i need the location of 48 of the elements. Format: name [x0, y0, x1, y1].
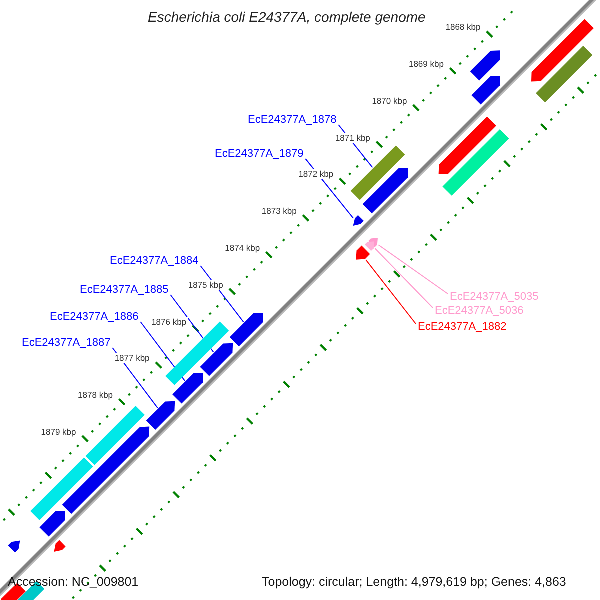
gene-label: EcE24377A_5036: [435, 305, 524, 317]
title: Escherichia coli E24377A, complete genome: [148, 9, 426, 25]
gene-feature: [40, 511, 66, 537]
gene-feature: [230, 313, 264, 347]
gene-feature: [146, 401, 176, 430]
gene-feature: [353, 215, 364, 226]
scale-label: 1875 kbp: [187, 280, 224, 290]
gene-label: EcE24377A_1878: [248, 114, 337, 126]
scale-label: 1872 kbp: [298, 169, 335, 180]
scale-label: 1868 kbp: [444, 22, 482, 32]
scale-label: 1879 kbp: [40, 426, 78, 437]
gene-feature: [172, 373, 204, 404]
gene-feature: [30, 458, 94, 520]
gene-feature: [200, 343, 234, 376]
gene-feature: [356, 246, 370, 260]
leader-line: [378, 244, 448, 294]
gene-label: EcE24377A_1884: [110, 255, 199, 267]
scale-label: 1874 kbp: [224, 242, 262, 253]
gene-label: EcE24377A_1885: [80, 284, 169, 296]
gene-feature: [442, 130, 510, 196]
gene-label: EcE24377A_1879: [215, 148, 304, 160]
gene-feature: [86, 406, 145, 466]
gene-label: EcE24377A_1882: [418, 321, 507, 333]
leader-line: [366, 259, 416, 324]
gene-feature: [438, 116, 496, 174]
gene-feature: [362, 168, 408, 214]
scale-label: 1870 kbp: [371, 96, 408, 106]
scale-label: 1871 kbp: [334, 132, 372, 143]
gene-feature: [470, 50, 500, 81]
footer-text: Accession: NC_009801: [8, 575, 139, 589]
gene-feature: [8, 540, 20, 553]
gene-feature: [472, 76, 500, 105]
scale-label: 1873 kbp: [260, 206, 298, 216]
gene-feature: [536, 46, 593, 103]
scale-label: 1876 kbp: [150, 316, 188, 327]
leader-line: [374, 248, 434, 308]
gene-label: EcE24377A_1886: [50, 311, 139, 323]
scale-label: 1877 kbp: [114, 353, 151, 364]
gene-feature: [532, 19, 594, 82]
footer-text: Topology: circular; Length: 4,979,619 bp; Genes: 4,863: [262, 575, 566, 589]
gene-feature: [62, 426, 150, 514]
gene-label: EcE24377A_1887: [22, 337, 111, 349]
gene-feature: [350, 146, 406, 200]
gene-feature: [54, 540, 66, 552]
gene-label: EcE24377A_5035: [450, 291, 539, 303]
gene-feature: [364, 242, 374, 252]
scale-label: 1878 kbp: [77, 390, 114, 400]
scale-label: 1869 kbp: [408, 59, 445, 70]
